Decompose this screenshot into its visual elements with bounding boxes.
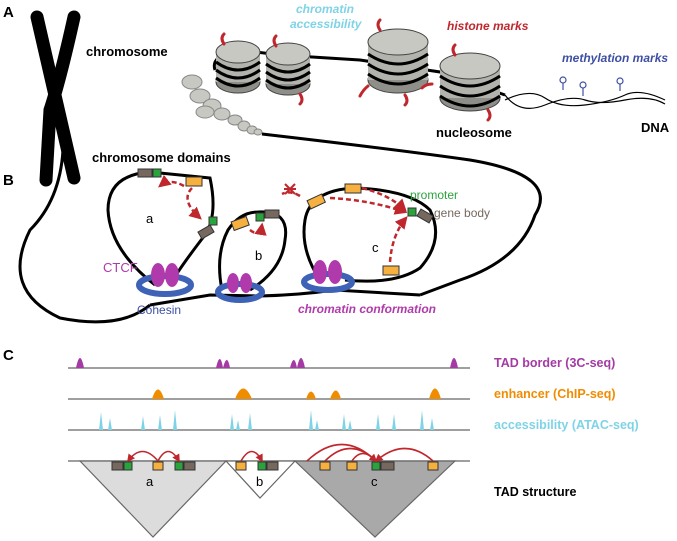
- loop-b: [218, 210, 288, 292]
- cohesin-rings: [136, 271, 355, 303]
- histone-marks-label: histone marks: [447, 19, 529, 33]
- tad-b-label: b: [256, 474, 264, 489]
- chromosome-label: chromosome: [86, 44, 168, 59]
- track-label-enhancer: enhancer (ChIP-seq): [494, 387, 616, 401]
- track-label-accessibility: accessibility (ATAC-seq): [494, 418, 639, 432]
- chromatin-fiber-right: [261, 132, 542, 297]
- blocked-interaction-icon: [284, 183, 296, 195]
- tad-structure-label: TAD structure: [494, 485, 577, 499]
- chromatin-accessibility-label-line2: accessibility: [290, 17, 362, 31]
- tad-interaction-arcs: [127, 443, 434, 463]
- ctcf-proteins: [151, 260, 342, 293]
- panel-label-c: C: [3, 347, 14, 364]
- promoter-label: promoter: [410, 188, 459, 202]
- interaction-arrows: [158, 174, 408, 263]
- loop-a-label: a: [146, 211, 154, 226]
- gene-body-label: gene body: [434, 206, 491, 220]
- chromatin-beads: [181, 74, 263, 136]
- chromosome-icon: [30, 10, 81, 187]
- chromosome-domains-label: chromosome domains: [92, 150, 231, 165]
- tad-a-label: a: [146, 474, 154, 489]
- nucleosome-label: nucleosome: [436, 125, 512, 140]
- nucleosome-1: [215, 40, 261, 94]
- accessibility-peaks: [99, 410, 434, 430]
- enhancer-peaks: [152, 388, 441, 399]
- tad-elements: [111, 461, 439, 471]
- chromatin-fiber-left: [18, 149, 151, 324]
- nucleosome-2: [265, 42, 311, 96]
- genomic-elements: [137, 168, 434, 276]
- chromatin-accessibility-label-line1: chromatin: [296, 2, 355, 16]
- loop-c-label: c: [372, 240, 379, 255]
- histone-mark-icons: [220, 18, 492, 122]
- panel-label-b: B: [3, 172, 14, 189]
- dna-label: DNA: [641, 120, 670, 135]
- track-label-tad-border: TAD border (3C-seq): [494, 356, 616, 370]
- tad-c-label: c: [371, 474, 378, 489]
- methylation-mark-icons: [559, 76, 624, 96]
- panel-label-a: A: [3, 4, 14, 21]
- ctcf-label: CTCF: [103, 260, 138, 275]
- dna-helix: [504, 91, 666, 109]
- cohesin-label: Cohesin: [137, 303, 182, 317]
- methylation-marks-label: methylation marks: [562, 51, 669, 65]
- tad-border-peaks: [76, 358, 458, 368]
- loop-b-label: b: [255, 248, 263, 263]
- tad-triangles: [78, 460, 457, 538]
- nucleosome-3: [367, 28, 429, 94]
- nucleosome-4: [439, 52, 501, 112]
- chromatin-conformation-label: chromatin conformation: [298, 302, 437, 316]
- loop-c: [302, 186, 438, 283]
- track-baselines: [68, 367, 470, 462]
